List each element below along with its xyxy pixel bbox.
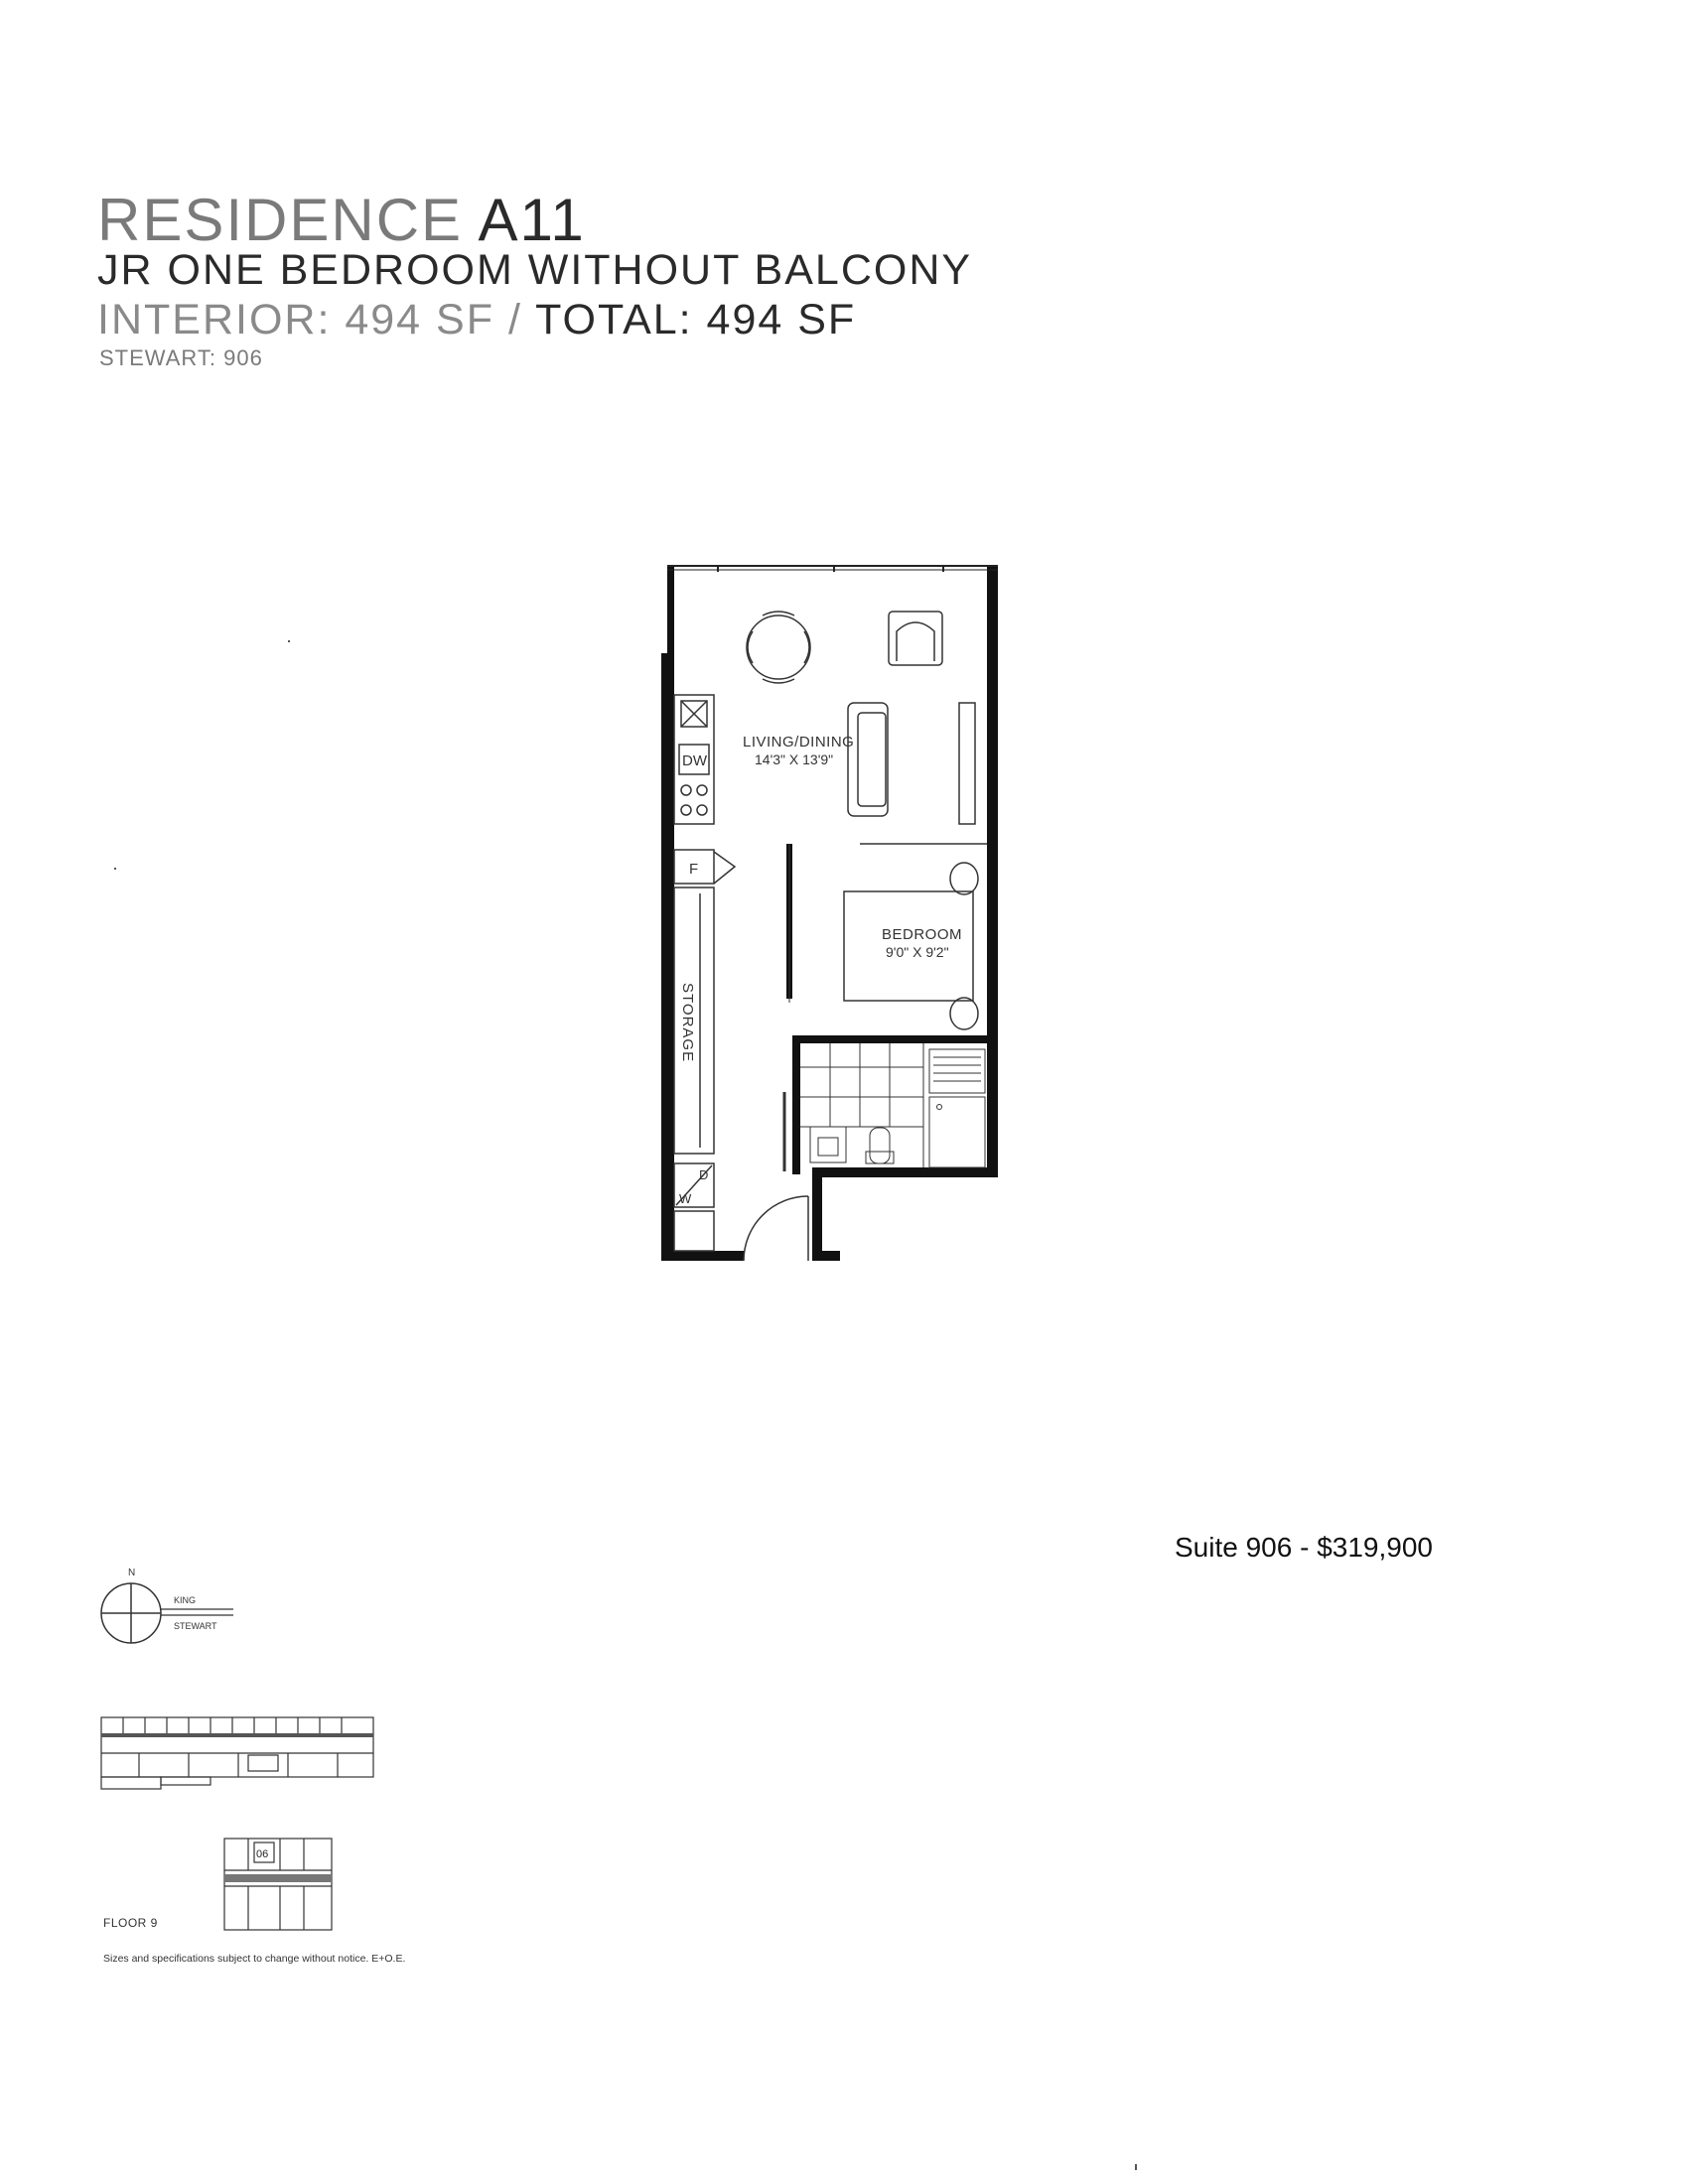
exterior-walls (661, 566, 998, 1261)
entry-door (743, 1195, 809, 1262)
bed-icon (843, 862, 979, 1030)
suite-price: Suite 906 - $319,900 (1175, 1532, 1433, 1563)
unit-type: JR ONE BEDROOM WITHOUT BALCONY (97, 246, 973, 294)
tv-console (958, 702, 976, 825)
bedroom-label: BEDROOM (882, 926, 962, 943)
dining-table-icon (746, 611, 811, 684)
total-area: TOTAL: 494 SF (535, 296, 857, 343)
dryer-label: D (699, 1167, 708, 1182)
floor-label: FLOOR 9 (103, 1916, 158, 1930)
floor-plan: DW LIVING/DINING 14'3" X 13'9" F STORAGE… (655, 556, 1013, 1281)
street-king: KING (174, 1595, 196, 1605)
compass-icon (100, 1582, 162, 1644)
street-stewart: STEWART (174, 1621, 217, 1631)
scan-speck (114, 868, 116, 870)
disclaimer: Sizes and specifications subject to chan… (103, 1953, 406, 1965)
unit-tag: 06 (256, 1848, 268, 1860)
residence-title: RESIDENCE A11 (97, 189, 586, 252)
compass: N KING STEWART (94, 1564, 253, 1663)
scan-speck (1135, 2164, 1137, 2170)
dishwasher-label: DW (682, 752, 708, 769)
building-key-plan (99, 1698, 377, 1797)
floor-key-plan: 06 (220, 1835, 340, 1934)
storage-closet (673, 887, 715, 1155)
residence-prefix: RESIDENCE (97, 187, 464, 253)
interior-area: INTERIOR: 494 SF (97, 296, 494, 343)
fridge-icon (673, 849, 737, 885)
area-separator: / (507, 296, 522, 343)
storage-label: STORAGE (679, 983, 696, 1062)
kitchen-counter (673, 694, 715, 825)
washer-label: W (679, 1191, 692, 1206)
window-line (667, 565, 998, 572)
sofa-icon (847, 702, 889, 817)
living-dining-label: LIVING/DINING (743, 734, 854, 751)
residence-code: A11 (478, 187, 586, 253)
bathroom (782, 1035, 987, 1174)
bedroom-dims: 9'0" X 9'2" (886, 944, 949, 960)
stewart-reference: STEWART: 906 (99, 345, 263, 370)
area-line: INTERIOR: 494 SF / TOTAL: 494 SF (97, 296, 856, 343)
scan-speck (288, 640, 290, 642)
compass-north: N (128, 1568, 135, 1578)
washer-dryer-icon (673, 1162, 715, 1252)
fridge-label: F (689, 861, 698, 878)
living-dining-dims: 14'3" X 13'9" (755, 751, 833, 767)
armchair-icon (888, 611, 943, 666)
